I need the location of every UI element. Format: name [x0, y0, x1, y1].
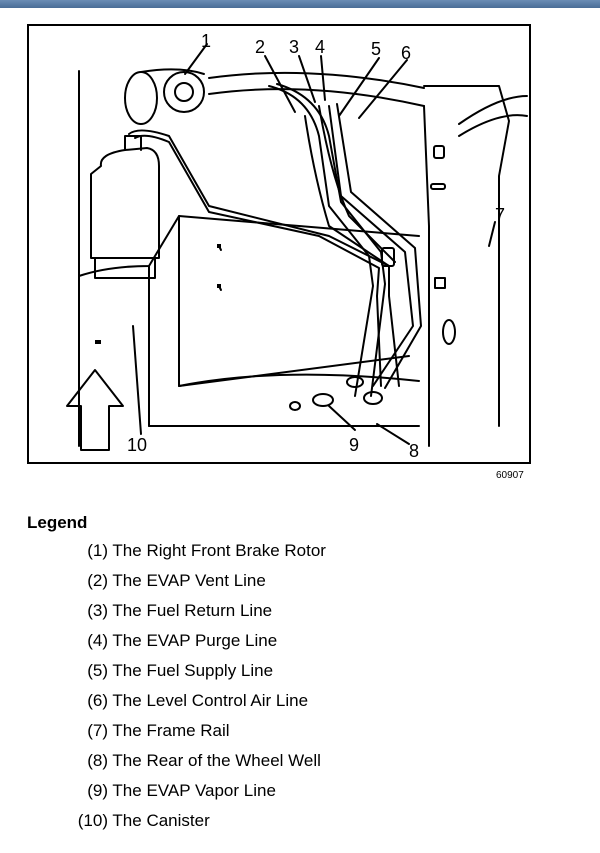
legend-item-text: The EVAP Purge Line	[112, 631, 278, 650]
legend-item-number: (7)	[87, 721, 108, 740]
legend-item-number: (9)	[87, 781, 108, 800]
legend-list: (1) The Right Front Brake Rotor (2) The …	[60, 541, 326, 841]
legend-item: (2) The EVAP Vent Line	[60, 571, 326, 601]
legend-item: (5) The Fuel Supply Line	[60, 661, 326, 691]
legend-item-text: The EVAP Vapor Line	[112, 781, 276, 800]
callout-5: 5	[371, 39, 382, 59]
legend-item-number: (6)	[87, 691, 108, 710]
legend-item-number: (2)	[87, 571, 108, 590]
legend-title: Legend	[27, 513, 88, 532]
legend-item: (6) The Level Control Air Line	[60, 691, 326, 721]
legend-item-number: (4)	[87, 631, 108, 650]
forward-arrow	[66, 369, 124, 451]
canister-drawing	[90, 147, 160, 259]
legend-item-text: The Frame Rail	[112, 721, 230, 740]
brake-rotor-drawing	[124, 71, 158, 125]
figure-id-code: 60907	[496, 470, 524, 481]
line-routing-illustration	[66, 43, 528, 451]
diagram-figure: 1 2 3 4 5 6 7 8 9 10	[27, 24, 531, 464]
legend-item: (9) The EVAP Vapor Line	[60, 781, 326, 811]
legend-item-number: (1)	[87, 541, 108, 560]
legend-item: (3) The Fuel Return Line	[60, 601, 326, 631]
legend-item-text: The Right Front Brake Rotor	[112, 541, 326, 560]
legend-item: (1) The Right Front Brake Rotor	[60, 541, 326, 571]
legend-item: (8) The Rear of the Wheel Well	[60, 751, 326, 781]
legend-item-number: (10)	[77, 811, 108, 830]
callout-9: 9	[349, 435, 360, 455]
callout-4: 4	[315, 37, 326, 57]
legend-item-text: The Canister	[112, 811, 210, 830]
callout-10: 10	[127, 435, 148, 455]
callout-7: 7	[495, 205, 506, 225]
legend-item: (4) The EVAP Purge Line	[60, 631, 326, 661]
legend-item-text: The EVAP Vent Line	[112, 571, 266, 590]
callout-6: 6	[401, 43, 412, 63]
callout-8: 8	[409, 441, 420, 461]
callout-2: 2	[255, 37, 266, 57]
legend-item: (7) The Frame Rail	[60, 721, 326, 751]
legend-item-number: (5)	[87, 661, 108, 680]
frame-rail-drawing	[423, 85, 510, 427]
legend-item: (10) The Canister	[60, 811, 326, 841]
callout-1: 1	[201, 31, 212, 51]
legend-item-text: The Fuel Supply Line	[112, 661, 274, 680]
window-top-bar	[0, 0, 600, 8]
legend-item-text: The Fuel Return Line	[112, 601, 273, 620]
legend-item-number: (3)	[87, 601, 108, 620]
legend-item-number: (8)	[87, 751, 108, 770]
legend-item-text: The Rear of the Wheel Well	[112, 751, 321, 770]
legend-item-text: The Level Control Air Line	[112, 691, 309, 710]
callout-3: 3	[289, 37, 300, 57]
